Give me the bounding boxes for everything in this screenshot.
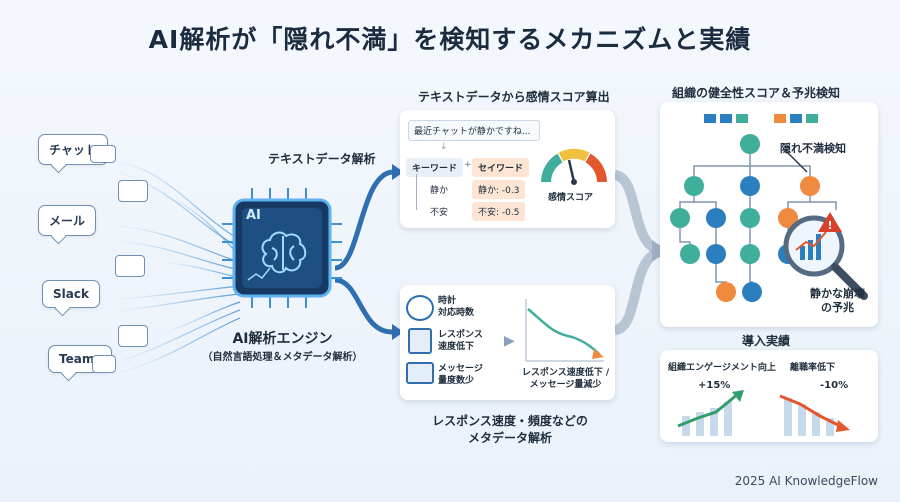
text-analysis-label: テキストデータ解析 [268, 152, 376, 166]
chat-bubble-icon [115, 255, 145, 277]
chat-bubble-icon [118, 180, 148, 202]
signal-line1: 静かな崩壊 [810, 287, 865, 300]
meta-item-line2: 速度低下 [438, 342, 475, 352]
svg-text:!: ! [827, 219, 832, 232]
chat-bubble-icon [118, 325, 148, 347]
turnover-value: -10% [820, 380, 849, 391]
health-heading: 組織の健全性スコア＆予兆検知 [672, 86, 841, 100]
clock-icon [406, 295, 434, 321]
source-slack: Slack [42, 280, 100, 308]
plus-sign: + [464, 160, 472, 170]
keyword-row: 静か [430, 186, 449, 196]
alert-label: 隠れ不満検知 [780, 142, 846, 155]
meta-item-line1: レスポンス [438, 330, 483, 340]
ai-chip: AI [222, 188, 342, 308]
metadata-card: 時計 対応時数 レスポンス 速度低下 メッセージ 量度数少 ▶ レスポンス速度低… [400, 285, 615, 400]
chip-label: AI [246, 208, 261, 223]
signal-line2: の予兆 [821, 301, 854, 314]
sentiment-card: 最近チャットが静かですね... ↓ キーワード + セイワード 静か 静か: -… [400, 110, 615, 228]
score-row: 静か: -0.3 [472, 180, 526, 199]
gauge-label: 感情スコア [548, 193, 594, 203]
health-card: 隠れ不満検知 ! 静かな崩壊 の予兆 [660, 102, 878, 327]
meta-heading-line2: メタデータ解析 [467, 431, 552, 445]
sentiment-header: セイワード [472, 158, 530, 177]
meta-item-line1: 時計 [438, 296, 457, 306]
meta-item-line2: 量度数少 [438, 376, 475, 386]
chat-bubble-icon [92, 355, 116, 373]
brain-icon [261, 231, 307, 274]
source-email: メール [38, 205, 97, 236]
warning-icon [818, 212, 842, 232]
magnifier-icon: ! [783, 212, 868, 300]
meta-heading-line1: レスポンス速度・頻度などの [432, 414, 588, 428]
text-branch-heading: テキストデータから感情スコア算出 [418, 90, 610, 104]
engagement-chart [677, 390, 744, 436]
chat-bubble-icon [90, 145, 116, 163]
meta-item-line2: 対応時数 [438, 308, 475, 318]
engagement-label: 組織エンゲージメント向上 [668, 363, 776, 373]
keyword-row: 不安 [430, 208, 449, 218]
score-row: 不安: -0.5 [472, 202, 526, 221]
chart-caption-line1: レスポンス速度低下 / [521, 368, 610, 378]
page-title: AI解析が「隠れ不満」を検知するメカニズムと実績 [148, 25, 752, 54]
results-card: 組織エンゲージメント向上 +15% 離職率低下 -10% [660, 350, 878, 442]
turnover-label: 離職率低下 [790, 363, 836, 373]
footer-credit: 2025 AI KnowledgeFlow [734, 474, 878, 488]
sentiment-gauge [541, 148, 607, 185]
results-heading: 導入実績 [742, 334, 791, 348]
meta-item-line1: メッセージ [438, 364, 483, 374]
engine-subtitle: （自然言語処理＆メタデータ解析） [202, 352, 363, 363]
chart-caption-line2: メッセージ量減少 [529, 380, 602, 390]
engagement-value: +15% [698, 380, 731, 391]
engine-name: AI解析エンジン [232, 331, 333, 347]
arrow-to-text-branch [334, 169, 393, 271]
message-icon [406, 362, 434, 384]
arrow-to-meta-branch [334, 277, 393, 335]
arrow-right-icon: ▶ [504, 333, 515, 349]
hourglass-icon [408, 328, 432, 354]
keyword-header: キーワード [406, 158, 464, 177]
turnover-chart [779, 394, 850, 436]
decline-chart [525, 299, 604, 362]
chat-snippet: 最近チャットが静かですね... [408, 120, 540, 141]
